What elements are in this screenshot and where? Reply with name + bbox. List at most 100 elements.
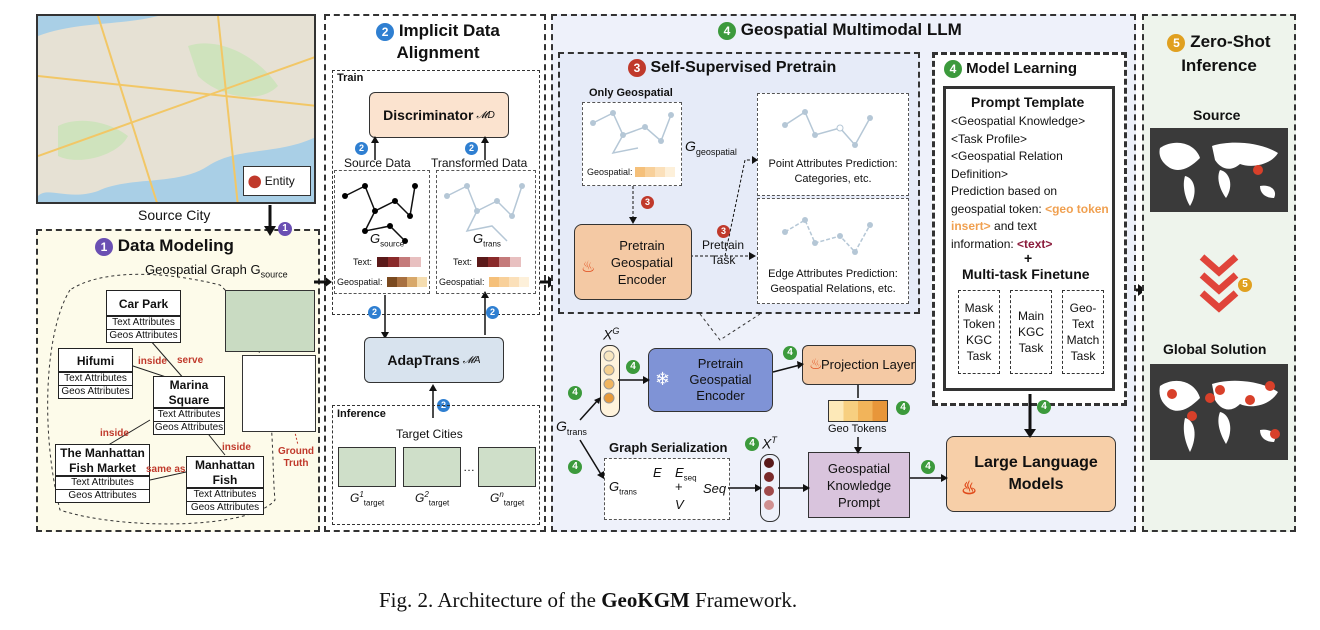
- snowflake-icon: ❄: [655, 369, 671, 389]
- geospatial-feature-bar: [489, 277, 529, 287]
- ser-eseq: Eseq: [675, 465, 697, 483]
- geospatial-feature-bar: [387, 277, 427, 287]
- source-city-label: Source City: [138, 207, 211, 223]
- graph-serialization-label: Graph Serialization: [609, 440, 728, 455]
- step-4-badge: 4: [718, 21, 736, 40]
- projection-layer-box: ♨ Projection Layer: [802, 345, 916, 385]
- g-target-label: Gntarget: [490, 490, 525, 508]
- step-1-badge: 1: [278, 222, 292, 236]
- transformed-graph-box: Gtrans Text: Geospatial:: [436, 170, 536, 294]
- adaptrans-box: AdapTrans 𝓜A: [364, 337, 504, 383]
- serialization-box: Gtrans E Eseq + Seq V: [604, 458, 730, 520]
- data-modeling-title: 1 Data Modeling: [95, 236, 234, 256]
- zero-shot-title: 5 Zero-Shot Inference: [1160, 30, 1278, 78]
- geo-token-insert: <geo token insert>: [951, 201, 1109, 234]
- text-feature-label: Text:: [453, 257, 473, 267]
- source-graph-drawing: [342, 183, 418, 244]
- ser-plus: +: [675, 479, 683, 494]
- geo-tokens-stack: [828, 400, 888, 422]
- step-4-badge: 4: [568, 386, 582, 400]
- ground-truth-label: Ground Truth: [277, 446, 315, 469]
- geospatial-graph-label: Geospatial Graph Gsource: [145, 262, 288, 280]
- prompt-line: <Geospatial Relation: [951, 149, 1063, 163]
- model-learning-title: 4 Model Learning: [944, 60, 1077, 79]
- prompt-template-title: Prompt Template: [971, 94, 1085, 110]
- point-prediction-box: Point Attributes Prediction: Categories,…: [757, 93, 909, 196]
- step-4-badge: 4: [1037, 400, 1051, 414]
- edge-prediction-box: Edge Attributes Prediction: Geospatial R…: [757, 198, 909, 304]
- step-2-badge: 2: [486, 306, 499, 319]
- text-feature-label: Text:: [353, 257, 373, 267]
- node-marina-square: Marina Square: [153, 376, 225, 408]
- step-2-badge: 2: [465, 142, 478, 155]
- transformed-data-label: Transformed Data: [431, 156, 528, 170]
- geospatial-feature-label: Geospatial:: [439, 277, 485, 287]
- node-manhattan-fish: Manhattan Fish: [186, 456, 264, 488]
- entity-label: Entity: [264, 174, 295, 188]
- xg-label: XG: [603, 326, 620, 343]
- g-source-label: Gsource: [370, 231, 405, 249]
- fire-icon: ♨: [961, 478, 978, 498]
- train-label: Train: [337, 72, 364, 84]
- ellipsis: …: [463, 460, 475, 474]
- task-box-main: Main KGC Task: [1010, 290, 1052, 374]
- step-2-badge: 2: [355, 142, 368, 155]
- prompt-template-box: [943, 86, 1115, 391]
- relation-inside: inside: [222, 442, 251, 453]
- graph-thumbnail: [242, 355, 316, 432]
- step-2-badge: 2: [368, 306, 381, 319]
- task-box-geotext: Geo-Text Match Task: [1062, 290, 1104, 374]
- step-5-badge: 5: [1238, 278, 1252, 292]
- prompt-template-body: <Geospatial Knowledge> <Task Profile> <G…: [951, 113, 1113, 253]
- global-solution-label: Global Solution: [1163, 341, 1267, 357]
- g-trans-label: Gtrans: [473, 231, 501, 249]
- attr-geo: Geos Attributes: [55, 489, 150, 503]
- location-pin-icon: ⬤: [248, 174, 262, 188]
- knowledge-prompt-box: Geospatial Knowledge Prompt: [808, 452, 910, 518]
- prompt-line: <Geospatial Knowledge>: [951, 114, 1086, 128]
- alignment-panel: [324, 14, 546, 532]
- geospatial-feature-label: Geospatial:: [337, 277, 383, 287]
- inference-label: Inference: [337, 408, 386, 420]
- ser-seq: Seq: [703, 481, 727, 496]
- step-1-badge: 1: [95, 237, 113, 256]
- transformed-graph-drawing: [444, 183, 525, 242]
- prompt-line: Definition>: [951, 166, 1009, 181]
- target-city-map: [478, 447, 536, 487]
- prompt-line: geospatial token: <geo token insert> and…: [951, 201, 1109, 234]
- llm-box: ♨ Large Language Models: [946, 436, 1116, 512]
- attr-geo: Geos Attributes: [153, 421, 225, 435]
- map-graphic: [38, 16, 314, 202]
- step-2-badge: 2: [376, 22, 395, 41]
- task-box-mask: Mask Token KGC Task: [958, 290, 1000, 374]
- geospatial-feature-label: Geospatial:: [587, 167, 633, 177]
- attr-geo: Geos Attributes: [58, 385, 133, 399]
- text-feature-bar: [377, 257, 421, 267]
- text-feature-bar: [477, 257, 521, 267]
- inference-subpanel: [332, 405, 540, 525]
- step-4-badge: 4: [944, 60, 962, 79]
- pretrain-task-label: Pretrain Task: [701, 238, 745, 267]
- world-map-icon: [1150, 128, 1288, 212]
- mini-map-thumbnail: [225, 290, 315, 352]
- step-4-badge: 4: [783, 346, 797, 360]
- relation-inside: inside: [138, 356, 167, 367]
- g-geospatial-label: Ggeospatial: [685, 138, 737, 157]
- only-geospatial-label: Only Geospatial: [589, 87, 673, 99]
- global-world-map: [1159, 380, 1280, 452]
- figure-caption: Fig. 2. Architecture of the GeoKGM Frame…: [379, 588, 798, 612]
- attr-geo: Geos Attributes: [186, 501, 264, 515]
- node-hifumi: Hifumi: [58, 348, 133, 372]
- geo-tokens-label: Geo Tokens: [828, 423, 887, 435]
- source-label: Source: [1193, 107, 1241, 123]
- target-cities-label: Target Cities: [396, 427, 463, 441]
- g-target-label: G2target: [415, 490, 450, 508]
- prompt-line: <Task Profile>: [951, 131, 1028, 146]
- multitask-finetune-label: Multi-task Finetune: [962, 266, 1090, 282]
